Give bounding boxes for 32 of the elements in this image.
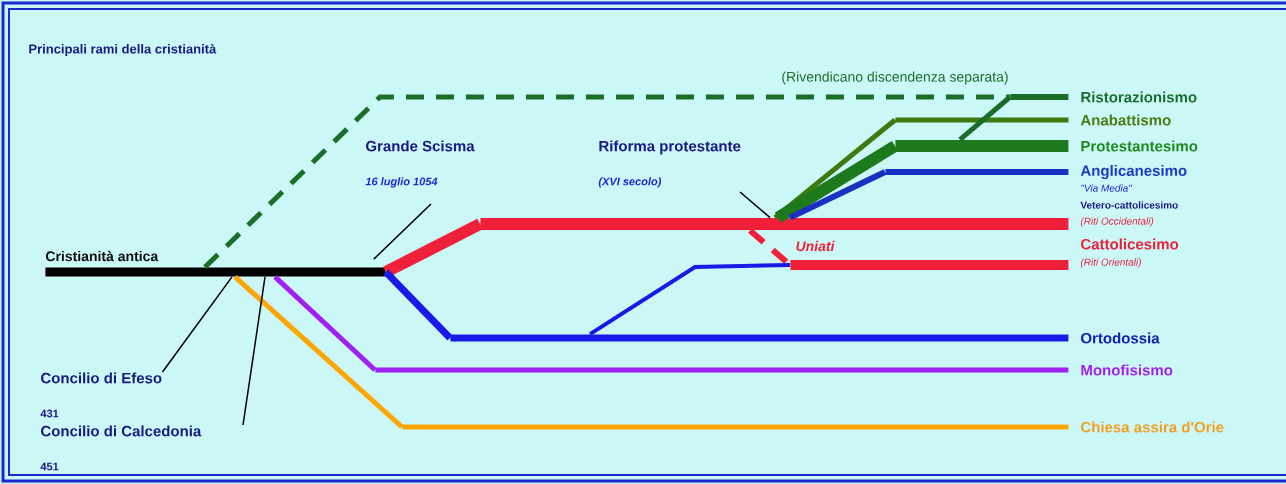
branch-name: Chiesa assira d'Orie <box>1081 421 1224 433</box>
branch-line <box>273 275 377 372</box>
branch-line <box>958 95 1012 142</box>
branch-name: Anglicanesimo <box>1080 165 1187 179</box>
branch-line <box>203 94 1010 269</box>
edge-label: (Rivendicano discendenza separata) <box>779 69 1011 87</box>
branch-line <box>588 263 791 336</box>
event-label: Concilio di Calcedonia 451 <box>40 425 202 471</box>
branch-name: Protestantesimo <box>1081 140 1198 152</box>
event-label: Concilio di Efeso 431 <box>40 372 162 418</box>
branch-name: Ortodossia <box>1081 332 1160 344</box>
event-label: Riforma protestante (XVI secolo) <box>598 140 741 188</box>
branch-line <box>774 140 899 223</box>
branch-name: Monofisismo <box>1081 364 1173 376</box>
leader-line <box>161 276 233 373</box>
leader-line <box>373 203 432 260</box>
branch-name: (Riti Orientali) <box>1080 258 1141 268</box>
event-label: Grande Scisma 16 luglio 1054 <box>365 140 475 188</box>
branch-name: Cattolicesimo <box>1081 238 1179 250</box>
branch-name: Vetero-cattolicesimo <box>1080 201 1178 209</box>
title: Principali rami della cristianità <box>29 43 217 57</box>
branch-line <box>773 118 897 220</box>
leader-line <box>739 191 771 219</box>
branch-name: Anabattismo <box>1080 114 1171 126</box>
branch-name: Ristorazionismo <box>1081 91 1197 103</box>
branch-line <box>383 218 483 278</box>
branch-line <box>233 275 404 429</box>
branch-line <box>788 169 887 221</box>
leader-line <box>242 276 266 426</box>
note: "Via Media" <box>1081 184 1133 192</box>
branch-name: Cristianità antica <box>45 250 159 262</box>
branch-name: (Riti Occidentali) <box>1080 217 1154 227</box>
